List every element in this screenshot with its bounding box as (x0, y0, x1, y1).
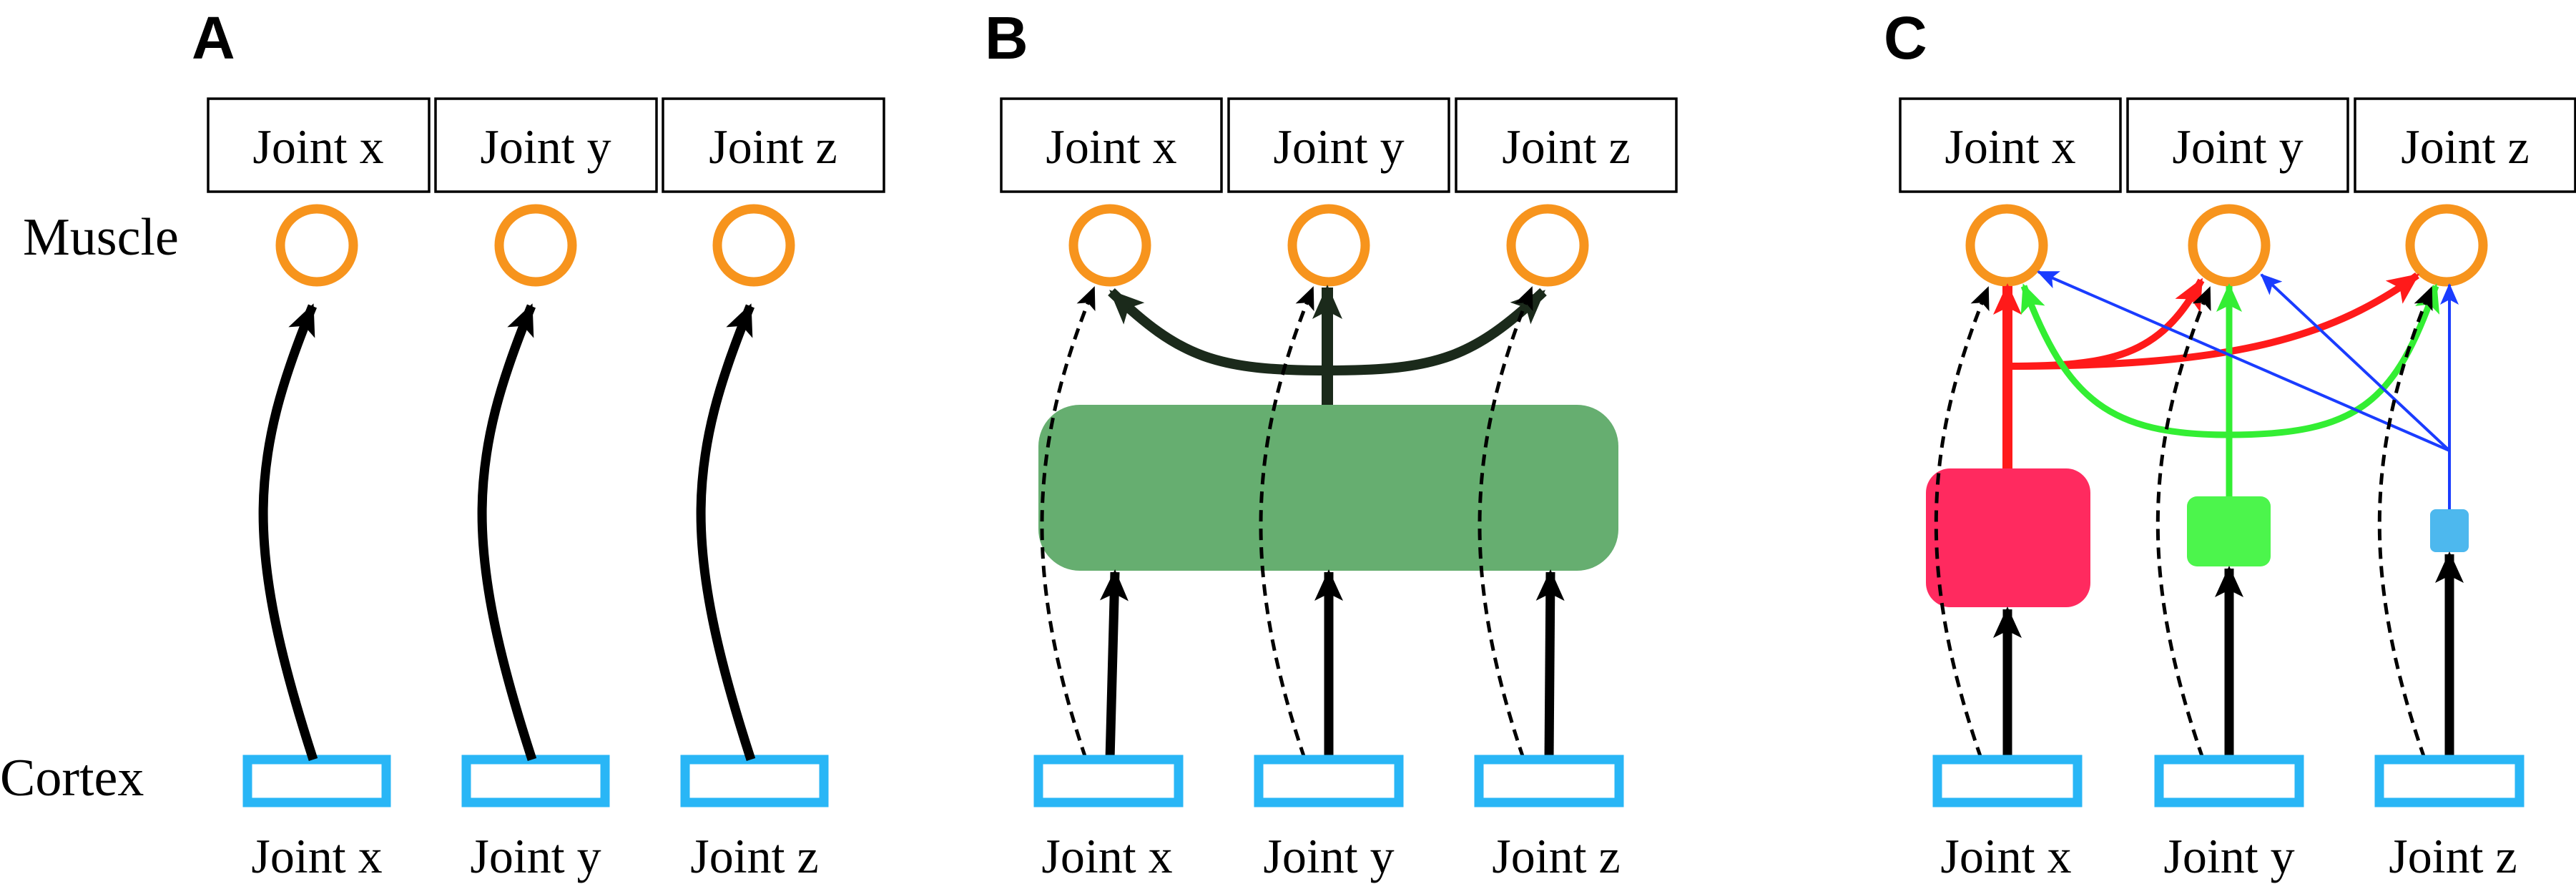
panel-b-cortex-arrow-x (1099, 569, 1129, 760)
panel-c-bottom-joint-y-label: Joint y (2163, 829, 2294, 883)
panel-a-top-joint-x-label: Joint x (252, 119, 383, 174)
panel-b-cortex-x (1033, 755, 1184, 807)
panel-b-muscle-x (1068, 204, 1151, 287)
panel-b: B Joint x Joint y Joint z (985, 4, 1678, 883)
panel-c-muscle-y (2188, 204, 2271, 287)
panel-a-top-joint-z-label: Joint z (709, 119, 837, 174)
panel-c-bottom-joint-z-label: Joint z (2389, 829, 2517, 883)
muscle-row-label: Muscle (23, 208, 179, 267)
panel-a-bottom-joint-z-label: Joint z (690, 829, 818, 883)
panel-b-synergy-arrow-z (1327, 288, 1547, 375)
panel-c-top-joint-z-label: Joint z (2401, 119, 2529, 174)
panel-a-arrow-z (696, 303, 756, 762)
panel-b-top-joint-z-label: Joint z (1502, 119, 1630, 174)
panel-a-bottom-joint-y-label: Joint y (470, 829, 601, 883)
panel-b-bottom-joint-x-label: Joint x (1041, 829, 1172, 883)
panel-a-cortex-y (461, 755, 610, 807)
panel-c-muscle-x (1965, 204, 2048, 287)
panel-c-muscle-z (2405, 204, 2488, 287)
panel-b-bottom-joint-y-label: Joint y (1263, 829, 1394, 883)
panel-b-top-joint-z: Joint z (1455, 97, 1678, 193)
panel-b-muscle-z (1506, 204, 1589, 287)
panel-a-top-joint-y-label: Joint y (480, 119, 611, 174)
panel-a-muscle-y (494, 204, 577, 287)
panel-a-muscle-x (275, 204, 358, 287)
panel-c-cortex-y (2154, 755, 2304, 807)
panel-c-cortex-x (1932, 755, 2083, 807)
panel-c-top-joint-x-label: Joint x (1945, 119, 2075, 174)
panel-c-top-joint-x: Joint x (1899, 97, 2122, 193)
panel-c-blue-arrow-y (2260, 273, 2451, 452)
panel-c-dashed-arrow-z (2377, 286, 2434, 759)
panel-b-muscle-y (1287, 204, 1370, 287)
panel-b-synergy-block (1038, 405, 1618, 571)
panel-b-synergy-arrow-x (1108, 288, 1328, 375)
panel-b-bottom-joint-z-label: Joint z (1492, 829, 1620, 883)
panel-c-top-joint-y-label: Joint y (2172, 119, 2303, 174)
panel-b-top-joint-x-label: Joint x (1046, 119, 1176, 174)
panel-c: C Joint x Joint y Joint z (1884, 4, 2576, 883)
panel-b-cortex-arrow-z (1535, 569, 1565, 760)
panel-b-cortex-y (1254, 755, 1404, 807)
panel-c-dashed-arrow-y (2155, 286, 2212, 759)
panel-a-cortex-z (680, 755, 829, 807)
panel-c-green-arrow-z (2228, 283, 2440, 438)
panel-a-top-joint-x: Joint x (207, 97, 431, 193)
panel-a-top-joint-y: Joint y (434, 97, 658, 193)
panel-b-top-joint-y-label: Joint y (1273, 119, 1404, 174)
panel-c-red-arrow-z (2007, 272, 2420, 370)
panel-a-arrow-x (258, 303, 318, 762)
panel-b-dashed-arrow-y (1259, 286, 1315, 759)
panel-c-top-joint-z: Joint z (2354, 97, 2576, 193)
panel-a-arrow-y (477, 303, 537, 762)
panel-c-blue-arrow-x (2037, 270, 2450, 452)
panel-b-top-joint-y: Joint y (1227, 97, 1450, 193)
panel-a-muscle-z (712, 204, 795, 287)
panel-a-cortex-x (242, 755, 391, 807)
panel-b-dashed-arrow-x (1040, 286, 1096, 759)
panel-a-label: A (192, 4, 235, 72)
panel-b-label: B (985, 4, 1028, 72)
panel-b-cortex-z (1474, 755, 1624, 807)
panel-c-synergy-medium (2187, 496, 2271, 566)
cortex-row-label: Cortex (0, 749, 144, 807)
panel-c-bottom-joint-x-label: Joint x (1940, 829, 2071, 883)
panel-a-top-joint-z: Joint z (662, 97, 885, 193)
panel-c-green-arrow-x (2020, 283, 2230, 438)
panel-c-cortex-z (2374, 755, 2525, 807)
panel-b-top-joint-x: Joint x (1000, 97, 1223, 193)
panel-b-dashed-arrow-z (1478, 286, 1534, 759)
panel-a-bottom-joint-x-label: Joint x (251, 829, 382, 883)
panel-a: A Joint x Joint y Joint z Joint x Joint … (192, 4, 885, 883)
panel-c-synergy-large (1926, 468, 2090, 607)
panel-c-top-joint-y: Joint y (2126, 97, 2349, 193)
panel-c-synergy-small (2430, 509, 2469, 552)
panel-c-dashed-arrow-x (1934, 286, 1990, 759)
panel-c-label: C (1884, 4, 1927, 72)
